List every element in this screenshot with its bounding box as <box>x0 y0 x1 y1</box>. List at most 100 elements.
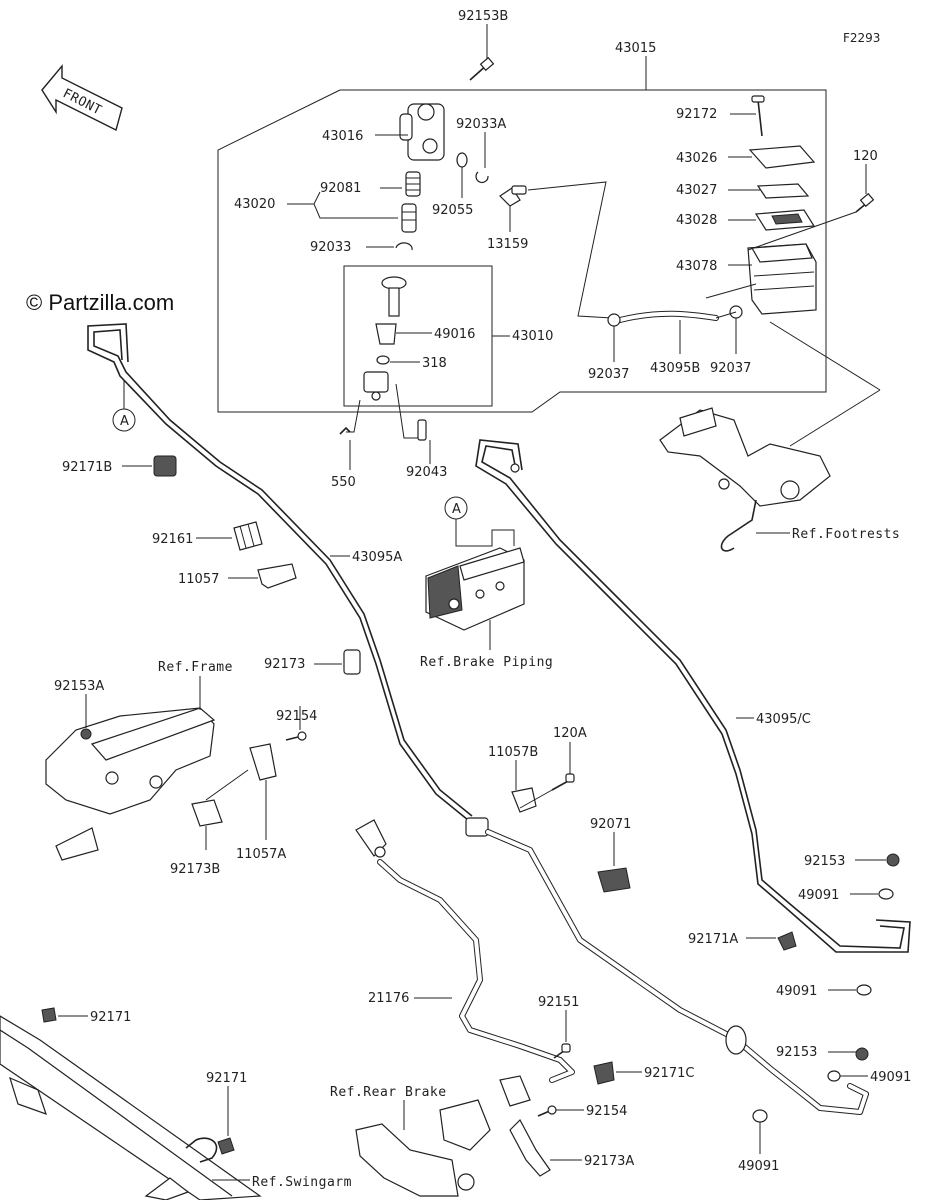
part-label-49091-a[interactable]: 49091 <box>798 888 839 903</box>
part-label-43015[interactable]: 43015 <box>615 41 656 56</box>
part-label-49016[interactable]: 49016 <box>434 327 475 342</box>
pipe-43095A <box>93 329 473 817</box>
grommet-rear <box>725 1025 747 1055</box>
ref-footrests[interactable]: Ref.Footrests <box>792 527 900 542</box>
clip-92173B <box>191 799 223 827</box>
part-label-92153A[interactable]: 92153A <box>54 679 104 694</box>
washer-49091-b <box>856 984 872 996</box>
part-label-92153B[interactable]: 92153B <box>458 9 508 24</box>
clip-92173 <box>343 649 361 675</box>
part-label-49091-d[interactable]: 49091 <box>738 1159 779 1174</box>
clip-92173A <box>509 1119 551 1177</box>
part-label-13159[interactable]: 13159 <box>487 237 528 252</box>
grommet-92161 <box>233 521 263 551</box>
part-label-92153-a[interactable]: 92153 <box>804 854 845 869</box>
frame-bracket <box>45 707 216 861</box>
rear-brake-pedal <box>355 1075 531 1197</box>
part-label-43095C[interactable]: 43095/C <box>756 712 811 727</box>
swingarm <box>0 1015 262 1200</box>
grommet-92071 <box>597 867 631 893</box>
cap-43026 <box>748 145 816 169</box>
ref-brake-piping[interactable]: Ref.Brake Piping <box>420 655 553 670</box>
part-label-92171C[interactable]: 92171C <box>644 1066 694 1081</box>
part-label-550[interactable]: 550 <box>331 475 356 490</box>
abs-unit <box>425 547 525 631</box>
part-label-92172[interactable]: 92172 <box>676 107 717 122</box>
part-label-92037-a[interactable]: 92037 <box>588 367 629 382</box>
part-label-92161[interactable]: 92161 <box>152 532 193 547</box>
clamp-11057 <box>257 563 297 589</box>
part-label-92153-b[interactable]: 92153 <box>776 1045 817 1060</box>
part-label-92171A[interactable]: 92171A <box>688 932 738 947</box>
part-label-49091-c[interactable]: 49091 <box>870 1070 911 1085</box>
clip-92171B <box>153 455 177 477</box>
part-label-92033[interactable]: 92033 <box>310 240 351 255</box>
part-label-92173B[interactable]: 92173B <box>170 862 220 877</box>
spring-92081 <box>405 171 421 197</box>
part-label-92154-a[interactable]: 92154 <box>276 709 317 724</box>
part-label-11057[interactable]: 11057 <box>178 572 219 587</box>
footrest-bracket <box>659 407 831 552</box>
part-label-43027[interactable]: 43027 <box>676 183 717 198</box>
part-label-120A[interactable]: 120A <box>553 726 587 741</box>
figure-code: F2293 <box>843 31 880 45</box>
part-label-92033A[interactable]: 92033A <box>456 117 506 132</box>
washer-49091-a <box>878 888 894 900</box>
part-label-92154-b[interactable]: 92154 <box>586 1104 627 1119</box>
boot-49016 <box>375 323 397 345</box>
washer-49091-c <box>827 1070 841 1082</box>
part-label-43020[interactable]: 43020 <box>234 197 275 212</box>
part-label-92037-b[interactable]: 92037 <box>710 361 751 376</box>
part-label-92071[interactable]: 92071 <box>590 817 631 832</box>
part-label-49091-b[interactable]: 49091 <box>776 984 817 999</box>
ref-rear-brake[interactable]: Ref.Rear Brake <box>330 1085 447 1100</box>
part-label-92171-a[interactable]: 92171 <box>90 1010 131 1025</box>
clip-92171-b <box>217 1137 235 1155</box>
piston-43020 <box>401 203 417 233</box>
part-label-92043[interactable]: 92043 <box>406 465 447 480</box>
bolt-92153A <box>80 728 92 740</box>
part-label-11057B[interactable]: 11057B <box>488 745 538 760</box>
part-label-92171-b[interactable]: 92171 <box>206 1071 247 1086</box>
part-label-11057A[interactable]: 11057A <box>236 847 286 862</box>
part-label-92081[interactable]: 92081 <box>320 181 361 196</box>
washer-49091-d <box>752 1109 768 1123</box>
clip-92171C <box>593 1061 615 1085</box>
part-label-92055[interactable]: 92055 <box>432 203 473 218</box>
joint-block <box>465 817 489 837</box>
front-arrow-icon: FRONT <box>41 64 123 132</box>
ref-frame[interactable]: Ref.Frame <box>158 660 233 675</box>
part-label-318[interactable]: 318 <box>422 356 447 371</box>
part-label-92171B[interactable]: 92171B <box>62 460 112 475</box>
part-label-43026[interactable]: 43026 <box>676 151 717 166</box>
part-label-92173A[interactable]: 92173A <box>584 1154 634 1169</box>
plate-43027 <box>756 183 810 199</box>
part-label-43095A[interactable]: 43095A <box>352 550 402 565</box>
callout-a-left-letter: A <box>120 414 129 429</box>
part-label-43028[interactable]: 43028 <box>676 213 717 228</box>
clevis-43010 <box>363 371 389 401</box>
ref-swingarm[interactable]: Ref.Swingarm <box>252 1175 352 1190</box>
nut-318 <box>376 355 390 365</box>
clamp-92037-left <box>607 313 621 327</box>
part-label-21176[interactable]: 21176 <box>368 991 409 1006</box>
screw-92172 <box>757 99 763 137</box>
part-label-43078[interactable]: 43078 <box>676 259 717 274</box>
watermark: © Partzilla.com <box>26 290 174 315</box>
part-label-43010[interactable]: 43010 <box>512 329 553 344</box>
pushrod-43010 <box>381 276 407 317</box>
pipe-43095C <box>481 445 905 949</box>
part-label-43095B[interactable]: 43095B <box>650 361 700 376</box>
part-label-92151[interactable]: 92151 <box>538 995 579 1010</box>
assembly-43015-outline <box>217 89 827 413</box>
bolt-92153B <box>469 56 495 81</box>
part-label-92173[interactable]: 92173 <box>264 657 305 672</box>
fitting-13159 <box>499 185 527 207</box>
callout-a-center-letter: A <box>452 502 461 517</box>
part-label-43016[interactable]: 43016 <box>322 129 363 144</box>
part-label-120[interactable]: 120 <box>853 149 878 164</box>
bolt-92153-a <box>886 853 900 867</box>
banjo-21176-top <box>355 819 387 858</box>
reservoir-43078 <box>747 243 817 315</box>
